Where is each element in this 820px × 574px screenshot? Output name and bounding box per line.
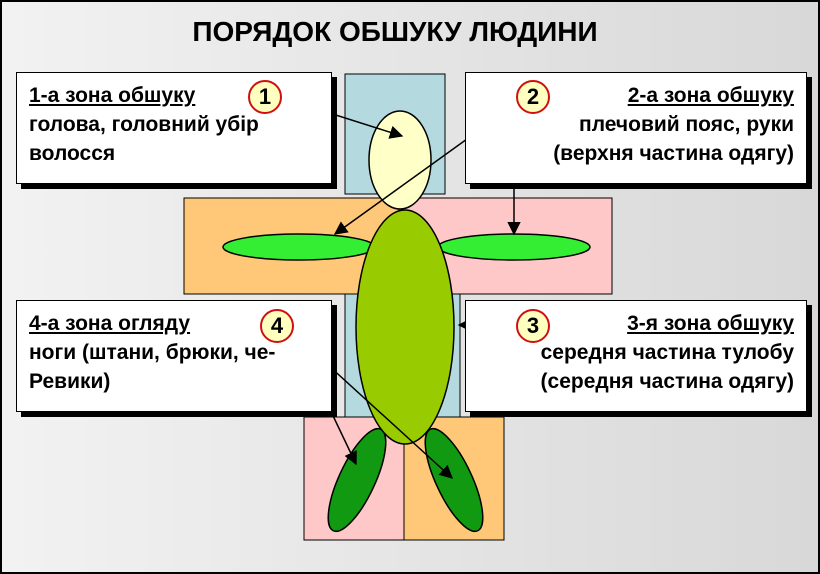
zone-2-line-1: плечовий пояс, руки [579, 113, 794, 136]
zone-1-line-1: голова, головний убір [29, 113, 259, 136]
zone-3-line-1: середня частина тулобу [540, 341, 794, 364]
head [368, 110, 432, 210]
torso [355, 209, 455, 445]
leg-right [424, 427, 484, 533]
zone-1-box: 1-а зона обшуку голова, головний убір во… [16, 72, 332, 184]
zone-1-badge: 1 [248, 80, 282, 114]
zone-2-box: 2-а зона обшуку плечовий пояс, руки (вер… [465, 72, 807, 184]
arm-left [222, 233, 376, 261]
zone-4-line-2: Ревики) [29, 370, 111, 393]
zone-1-line-2: волосся [29, 142, 116, 165]
zone-3-badge: 3 [516, 309, 550, 343]
zone-4-badge: 4 [260, 309, 294, 343]
zone-2-badge: 2 [516, 80, 550, 114]
zone-3-line-2: (середня частина одягу) [540, 370, 794, 393]
zone-4-heading: 4-а зона огляду [29, 312, 191, 335]
zone-2-heading: 2-а зона обшуку [627, 84, 794, 107]
zone-3-heading: 3-я зона обшуку [627, 312, 794, 335]
zone-4-line-1: ноги (штани, брюки, че- [29, 341, 276, 364]
arm-right [437, 233, 591, 261]
page-title: ПОРЯДОК ОБШУКУ ЛЮДИНИ [192, 16, 598, 47]
zone-1-heading: 1-а зона обшуку [29, 84, 196, 107]
zone-3-box: 3-я зона обшуку середня частина тулобу (… [465, 300, 807, 412]
zone-2-line-2: (верхня частина одягу) [553, 142, 794, 165]
